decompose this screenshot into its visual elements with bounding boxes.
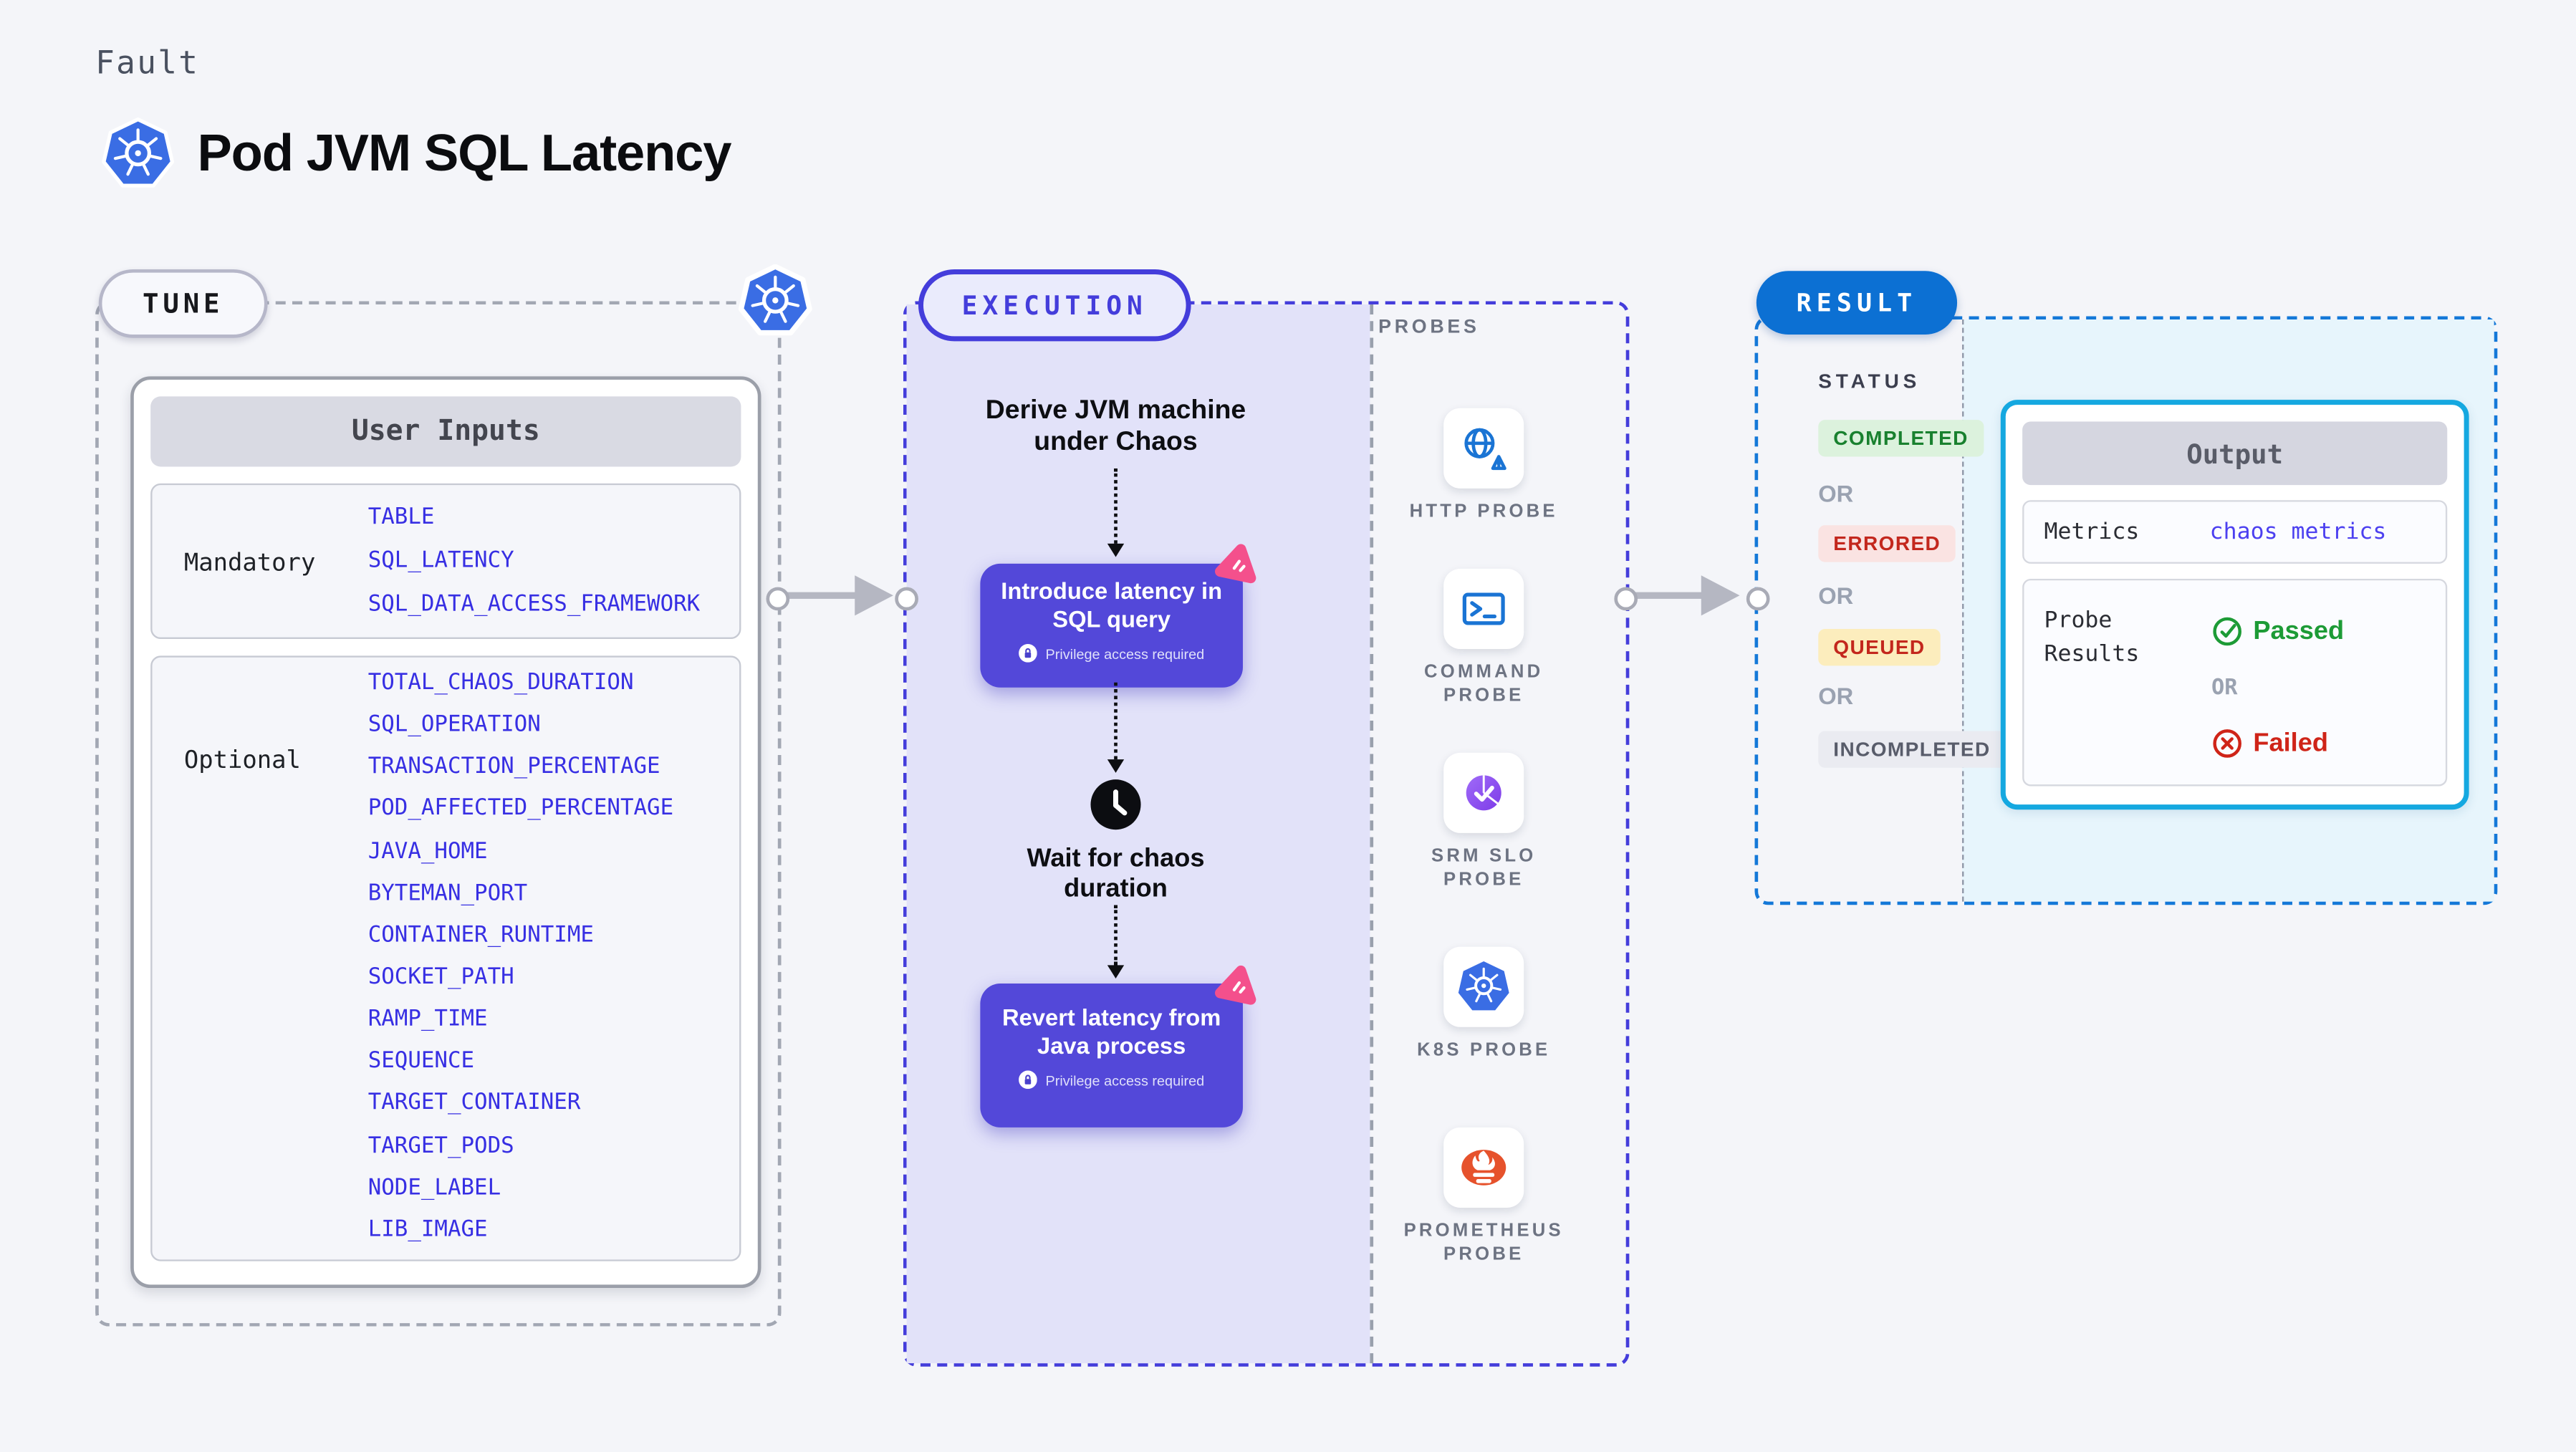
http-probe-label: HTTP PROBE <box>1409 501 1558 522</box>
param-value: SOCKET_PATH <box>367 965 514 991</box>
status-badge-completed: COMPLETED <box>1818 420 1984 457</box>
connector-start-dot <box>1614 587 1638 611</box>
param-value: TOTAL_CHAOS_DURATION <box>367 670 634 696</box>
connector-arrowhead <box>855 575 893 616</box>
srm-slo-probe-card <box>1443 752 1524 833</box>
metrics-row: Metrics chaos metrics <box>2022 500 2448 564</box>
passed-label: Passed <box>2253 617 2345 646</box>
slo-donut-icon <box>1457 766 1511 819</box>
introduce-latency-step: Introduce latency in SQL query Privilege… <box>980 563 1243 688</box>
probe-results-label: Probe Results <box>2044 607 2140 668</box>
connector-arrowhead <box>1701 575 1740 616</box>
tune-pill: TUNE <box>98 269 268 338</box>
flow-arrowhead <box>1107 759 1125 773</box>
lock-icon <box>1019 1070 1037 1090</box>
or-label: OR <box>1818 682 1854 710</box>
status-column-label: STATUS <box>1818 370 1921 393</box>
k8s-probe-label: K8S PROBE <box>1417 1040 1551 1061</box>
http-probe-card <box>1443 408 1524 489</box>
metrics-value: chaos metrics <box>2209 518 2387 546</box>
param-value: BYTEMAN_PORT <box>367 881 528 907</box>
command-probe-card <box>1443 568 1524 650</box>
mandatory-label: Mandatory <box>183 550 316 577</box>
wait-step-text: Wait for chaos duration <box>1027 845 1205 903</box>
srm-slo-probe-label: SRM SLO PROBE <box>1431 846 1537 890</box>
result-pill: RESULT <box>1756 271 1958 335</box>
or-label: OR <box>1818 480 1854 507</box>
status-badge-errored: ERRORED <box>1818 525 1956 562</box>
command-probe-label: COMMAND PROBE <box>1424 662 1544 706</box>
kubernetes-icon <box>100 117 176 192</box>
param-value: TRANSACTION_PERCENTAGE <box>367 754 660 780</box>
privilege-note: Privilege access required <box>1045 1071 1205 1088</box>
derive-step-text: Derive JVM machine under Chaos <box>985 396 1246 457</box>
probes-divider <box>1370 304 1374 1364</box>
output-card: Output Metrics chaos metrics Probe Resul… <box>2000 400 2469 810</box>
param-value: TABLE <box>367 504 435 530</box>
param-value: NODE_LABEL <box>367 1175 501 1201</box>
output-header: Output <box>2022 421 2448 486</box>
probe-results-row: Probe Results Passed OR Failed <box>2022 578 2448 787</box>
param-value: SEQUENCE <box>367 1049 475 1074</box>
revert-latency-step: Revert latency from Java process Privile… <box>980 984 1243 1128</box>
optional-row: Optional TOTAL_CHAOS_DURATION SQL_OPERAT… <box>150 655 741 1261</box>
litmus-chaos-icon <box>1212 538 1264 590</box>
param-value: LIB_IMAGE <box>367 1217 488 1243</box>
litmus-chaos-icon <box>1212 959 1264 1011</box>
flow-dotted-line <box>1113 468 1118 544</box>
lock-icon <box>1019 644 1037 663</box>
connector-line <box>779 591 857 600</box>
user-inputs-header: User Inputs <box>150 396 741 467</box>
flow-arrowhead <box>1107 543 1125 557</box>
or-label: OR <box>2211 675 2238 701</box>
kubernetes-icon <box>1456 958 1512 1015</box>
or-label: OR <box>1818 582 1854 609</box>
fault-eyebrow: Fault <box>95 45 200 82</box>
failed-label: Failed <box>2253 729 2328 758</box>
privilege-note: Privilege access required <box>1045 645 1205 662</box>
prometheus-probe-card <box>1443 1127 1524 1208</box>
connector-end-dot <box>895 587 918 611</box>
optional-label: Optional <box>183 747 301 775</box>
kubernetes-icon <box>738 264 813 340</box>
param-value: SQL_OPERATION <box>367 713 541 739</box>
clock-icon <box>1090 779 1141 830</box>
execution-pill: EXECUTION <box>918 269 1191 342</box>
param-value: SQL_LATENCY <box>367 547 514 573</box>
param-value: RAMP_TIME <box>367 1007 488 1033</box>
mandatory-row: Mandatory TABLE SQL_LATENCY SQL_DATA_ACC… <box>150 483 741 640</box>
param-value: POD_AFFECTED_PERCENTAGE <box>367 797 674 822</box>
param-value: SQL_DATA_ACCESS_FRAMEWORK <box>367 591 701 617</box>
status-badge-queued: QUEUED <box>1818 628 1941 666</box>
terminal-icon <box>1457 582 1511 636</box>
check-circle-icon <box>2211 615 2243 654</box>
tune-section-box <box>95 301 782 1327</box>
execution-flow-panel <box>906 304 1370 1364</box>
globe-alert-icon <box>1457 421 1511 475</box>
param-value: CONTAINER_RUNTIME <box>367 923 594 948</box>
k8s-probe-card <box>1443 946 1524 1027</box>
flow-arrowhead <box>1107 965 1125 979</box>
param-value: TARGET_PODS <box>367 1133 514 1159</box>
probes-column-label: PROBES <box>1378 317 1480 338</box>
page-title: Pod JVM SQL Latency <box>197 123 732 183</box>
connector-line <box>1628 591 1703 600</box>
prometheus-probe-label: PROMETHEUS PROBE <box>1403 1221 1564 1264</box>
x-circle-icon <box>2211 728 2243 766</box>
execution-section-box <box>903 301 1630 1367</box>
status-badge-incompleted: INCOMPLETED <box>1818 731 2006 768</box>
flow-dotted-line <box>1113 905 1118 966</box>
param-value: TARGET_CONTAINER <box>367 1091 581 1117</box>
connector-end-dot <box>1746 587 1770 611</box>
prometheus-icon <box>1456 1139 1512 1196</box>
metrics-label: Metrics <box>2044 518 2140 546</box>
flow-dotted-line <box>1113 682 1118 760</box>
user-inputs-card: User Inputs Mandatory TABLE SQL_LATENCY … <box>130 376 761 1289</box>
result-divider <box>1962 319 1964 902</box>
param-value: JAVA_HOME <box>367 839 488 865</box>
connector-start-dot <box>766 587 790 611</box>
